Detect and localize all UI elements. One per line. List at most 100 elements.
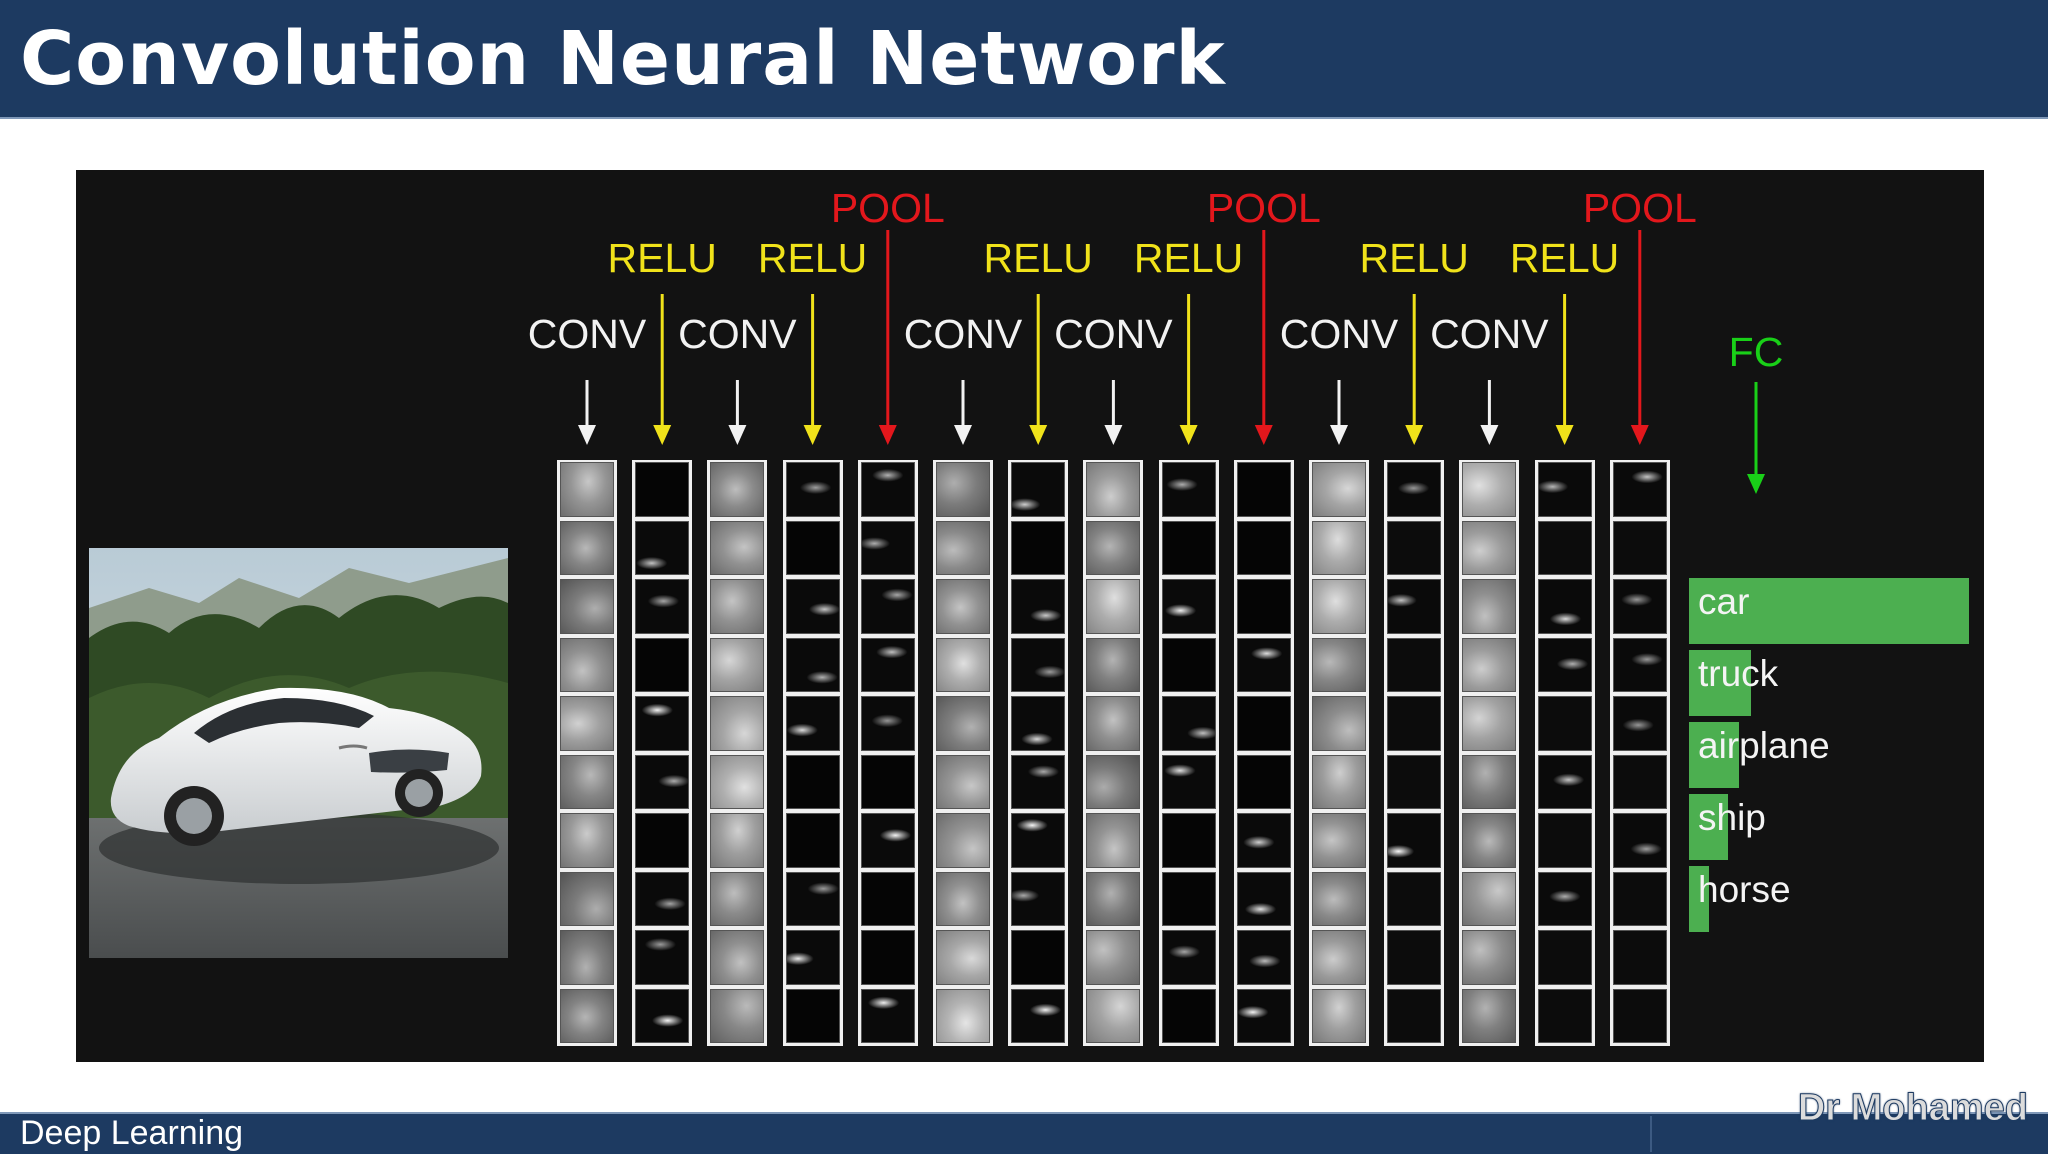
feature-map [710,871,765,926]
feature-map [1462,754,1517,809]
feature-map [1537,871,1592,926]
feature-map [1236,520,1291,575]
feature-map [1462,988,1517,1043]
layer-label-relu: RELU [757,235,868,281]
feature-map-column [557,460,617,1046]
feature-map [635,754,690,809]
layer-label-relu: RELU [1359,235,1469,281]
feature-map [860,988,915,1043]
feature-map [1312,696,1366,751]
layer-label-conv: CONV [1430,311,1549,357]
feature-map-column [1008,460,1069,1046]
feature-map [560,637,614,692]
feature-map [635,579,690,634]
arrow-conv [1330,380,1348,445]
arrow-conv [578,380,596,445]
class-label: airplane [1698,725,1830,766]
class-score-bar [1689,578,1969,644]
feature-map [1011,988,1066,1043]
feature-map-column [933,460,993,1046]
feature-map [785,930,840,985]
layer-label-pool: POOL [1206,185,1321,231]
feature-map [785,579,840,634]
layer-label-conv: CONV [1054,311,1173,357]
feature-map [635,988,690,1043]
feature-map-column [707,460,768,1046]
feature-map [1011,696,1066,751]
feature-map [1537,520,1592,575]
class-label: horse [1698,869,1791,910]
feature-map [560,462,614,517]
feature-map [710,988,765,1043]
feature-map [560,871,614,926]
input-car-photo [89,548,508,958]
feature-map [785,637,840,692]
feature-map [1236,637,1291,692]
layer-label-relu: RELU [1133,235,1244,281]
feature-map [1236,871,1291,926]
feature-map [936,754,990,809]
feature-map [1236,754,1291,809]
feature-map [936,637,990,692]
feature-map [785,988,840,1043]
feature-map [1537,579,1592,634]
feature-map [560,696,614,751]
feature-map [1312,520,1366,575]
feature-map [1086,813,1141,868]
feature-map [860,637,915,692]
feature-map [1387,462,1442,517]
feature-map [1537,988,1592,1043]
class-label: truck [1698,653,1779,694]
layer-label-pool: POOL [830,185,945,231]
arrow-conv [1104,380,1123,445]
feature-map [860,754,915,809]
slide-title: Convolution Neural Network [20,16,1226,102]
feature-map [860,930,915,985]
feature-map [1462,579,1517,634]
feature-map [1537,637,1592,692]
feature-map [1011,813,1066,868]
feature-map [710,520,765,575]
feature-map [1086,696,1141,751]
feature-map [635,930,690,985]
feature-map [936,988,990,1043]
layer-label-conv: CONV [903,311,1023,357]
layer-label-pool: POOL [1582,185,1697,231]
feature-map [1462,930,1517,985]
feature-map [860,462,915,517]
fc-label: FC [1728,329,1784,375]
feature-map [1612,988,1667,1043]
feature-map [1387,871,1442,926]
feature-map [1011,637,1066,692]
feature-map [1086,462,1141,517]
feature-map [1086,637,1141,692]
arrow-conv [728,380,747,445]
feature-map [785,462,840,517]
feature-map [1312,637,1366,692]
feature-map [1086,754,1141,809]
feature-map [1312,930,1366,985]
feature-map [1236,930,1291,985]
feature-map [560,579,614,634]
feature-map [936,520,990,575]
feature-map [1462,871,1517,926]
feature-map [785,813,840,868]
feature-map [1462,696,1517,751]
feature-map [710,462,765,517]
feature-map [1612,579,1667,634]
arrow-conv [954,380,972,445]
feature-map [1086,988,1141,1043]
feature-map [635,520,690,575]
feature-map [1387,754,1442,809]
feature-map [936,579,990,634]
feature-map-column [857,460,918,1046]
feature-map [1161,871,1216,926]
class-score-bar [1689,650,1751,716]
feature-map [1612,637,1667,692]
feature-map [1312,579,1366,634]
feature-map [635,696,690,751]
feature-map [1161,930,1216,985]
feature-map-column [1609,460,1670,1046]
feature-map [1086,871,1141,926]
layer-label-relu: RELU [607,235,717,281]
